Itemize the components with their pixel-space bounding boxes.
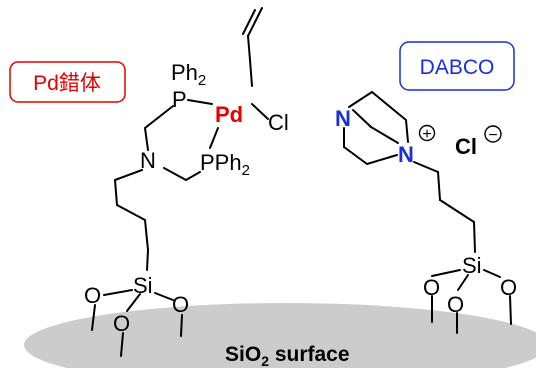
dabco-bonds bbox=[343, 91, 512, 334]
atom-n-dabco-2: N bbox=[398, 142, 414, 167]
atom-pd: Pd bbox=[215, 102, 243, 127]
minus-charge-circle bbox=[484, 125, 502, 143]
surface-label: SiO2 surface bbox=[225, 343, 350, 368]
silica-surface bbox=[24, 303, 536, 373]
atom-o-left-2: O bbox=[113, 311, 130, 336]
svg-text:DABCO: DABCO bbox=[420, 56, 495, 79]
dabco-badge: DABCO bbox=[399, 41, 515, 91]
plus-charge-circle bbox=[418, 124, 436, 142]
chloride-anion: Cl bbox=[455, 134, 477, 159]
atom-n-dabco-1: N bbox=[335, 106, 351, 131]
atom-o-right-1: O bbox=[423, 275, 440, 300]
atom-si-left: Si bbox=[133, 273, 153, 298]
atom-o-left-1: O bbox=[84, 283, 101, 308]
pph2-right: PPh2 bbox=[200, 150, 250, 179]
minus-charge: − bbox=[488, 127, 497, 144]
pd-badge: Pd錯体 bbox=[9, 61, 126, 103]
pd-complex-bonds bbox=[91, 7, 269, 357]
atom-n-left: N bbox=[140, 148, 156, 173]
atom-o-left-3: O bbox=[172, 292, 189, 317]
atom-o-right-3: O bbox=[500, 275, 517, 300]
svg-text:Pd錯体: Pd錯体 bbox=[33, 72, 101, 95]
plus-charge: + bbox=[422, 126, 431, 143]
ph2-top: Ph2 bbox=[171, 60, 206, 89]
atom-o-right-2: O bbox=[447, 292, 464, 317]
atom-p-left: P bbox=[172, 87, 187, 112]
atom-cl: Cl bbox=[268, 110, 289, 135]
dabco-atoms: N N + Cl − Si O O O bbox=[335, 106, 517, 317]
pd-complex-atoms: Ph2 P Pd Cl N PPh2 Si O O O bbox=[84, 60, 289, 336]
atom-si-right: Si bbox=[462, 253, 482, 278]
